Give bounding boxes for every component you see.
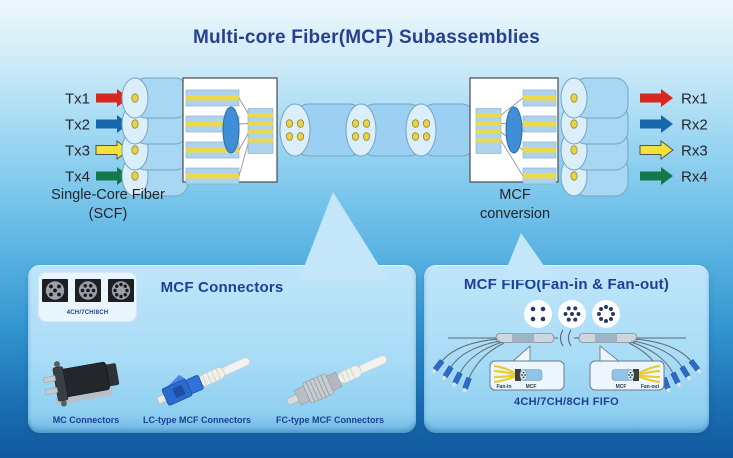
fan-in-converter-box: [182, 77, 278, 185]
rx-arrows: [639, 89, 674, 185]
rx1-label: Rx1: [681, 91, 708, 108]
mcf-fiber-segments: [279, 103, 477, 157]
mcf-fifo-panel: MCF FIFO(Fan-in & Fan-out): [424, 265, 709, 433]
connectors-panel-title: MCF Connectors: [160, 279, 284, 296]
core-pattern-4ch: [41, 279, 68, 302]
fifo-bottom-label: 4CH/7CH/8CH FIFO: [513, 396, 620, 408]
rx3-label: Rx3: [681, 143, 708, 160]
fifo-pattern-8ch: [592, 300, 620, 328]
core-count-chip: 4CH/7CH/8CH: [38, 272, 137, 322]
fifo-assembly-drawing: Fan-in MCF MCF: [431, 329, 702, 393]
fifo-core-patterns: [524, 300, 620, 328]
rx-labels: Rx1 Rx2 Rx3 Rx4: [681, 91, 708, 186]
lc-connector-image: [156, 357, 250, 406]
fiber-conversion-diagram: Tx1 Tx2 Tx3 Tx4: [65, 77, 708, 197]
fan-in-mini-label: Fan-in: [497, 384, 512, 390]
mcf-conversion-caption: MCF conversion: [479, 187, 551, 222]
tx1-label: Tx1: [65, 91, 90, 108]
rx2-label: Rx2: [681, 117, 708, 134]
tx2-arrow-icon: [96, 115, 129, 133]
fifo-panel-title: MCF FIFO(Fan-in & Fan-out): [463, 276, 670, 293]
mc-connector-label: MC Connectors: [52, 415, 120, 425]
rx2-arrow-icon: [640, 115, 673, 133]
fan-out-connectors: [661, 359, 702, 393]
rx1-arrow-icon: [640, 89, 673, 107]
mcf-mini-label-left: MCF: [526, 384, 537, 390]
fan-out-mini-label: Fan-out: [641, 384, 660, 390]
fan-in-fibers: [441, 338, 505, 379]
mcf-trunk-fiber: [448, 329, 686, 347]
mcf-connectors-panel: 4CH/7CH/8CH MCF Connectors MC Connectors: [28, 265, 416, 433]
fan-out-converter-box: [469, 77, 559, 185]
rx4-arrow-icon: [640, 167, 673, 185]
scf-cylinder-stack-left: [121, 77, 189, 197]
fan-in-connectors: [431, 359, 472, 393]
core-pattern-7ch: [74, 279, 101, 302]
tx4-arrow-icon: [96, 167, 129, 185]
fc-connector-item: FC-type MCF Connectors: [270, 351, 390, 425]
lens-icon: [505, 106, 523, 154]
lc-connector-item: LC-type MCF Connectors: [137, 351, 257, 425]
scf-caption: Single-Core Fiber (SCF): [51, 187, 165, 222]
fc-connector-label: FC-type MCF Connectors: [276, 415, 384, 425]
fifo-pattern-4ch: [524, 300, 552, 328]
tx3-label: Tx3: [65, 143, 90, 160]
fan-in-device: [495, 333, 555, 343]
tx-labels: Tx1 Tx2 Tx3 Tx4: [65, 91, 90, 186]
rx3-arrow-icon: [639, 140, 674, 160]
mc-connector-item: MC Connectors: [36, 351, 136, 425]
tx1-arrow-icon: [96, 89, 129, 107]
fifo-pattern-7ch: [558, 300, 586, 328]
mcf-mini-label-right: MCF: [616, 384, 627, 390]
tx-arrows: [95, 89, 130, 185]
core-pattern-8ch: [107, 279, 134, 302]
scf-cylinder-stack-right: [560, 77, 629, 197]
fc-connector-image: [285, 355, 387, 406]
tx2-label: Tx2: [65, 117, 90, 134]
lens-icon: [222, 106, 240, 154]
mc-connector-image: [42, 361, 120, 407]
core-pattern-images: [41, 279, 134, 302]
lc-connector-label: LC-type MCF Connectors: [143, 415, 251, 425]
tx4-label: Tx4: [65, 169, 90, 186]
page-title: Multi-core Fiber(MCF) Subassemblies: [193, 27, 540, 48]
fan-in-callout: Fan-in MCF: [489, 344, 565, 391]
rx4-label: Rx4: [681, 169, 708, 186]
fan-out-callout: MCF Fan-out: [589, 345, 665, 391]
fan-out-device: [578, 333, 638, 343]
chip-label: 4CH/7CH/8CH: [66, 310, 109, 316]
